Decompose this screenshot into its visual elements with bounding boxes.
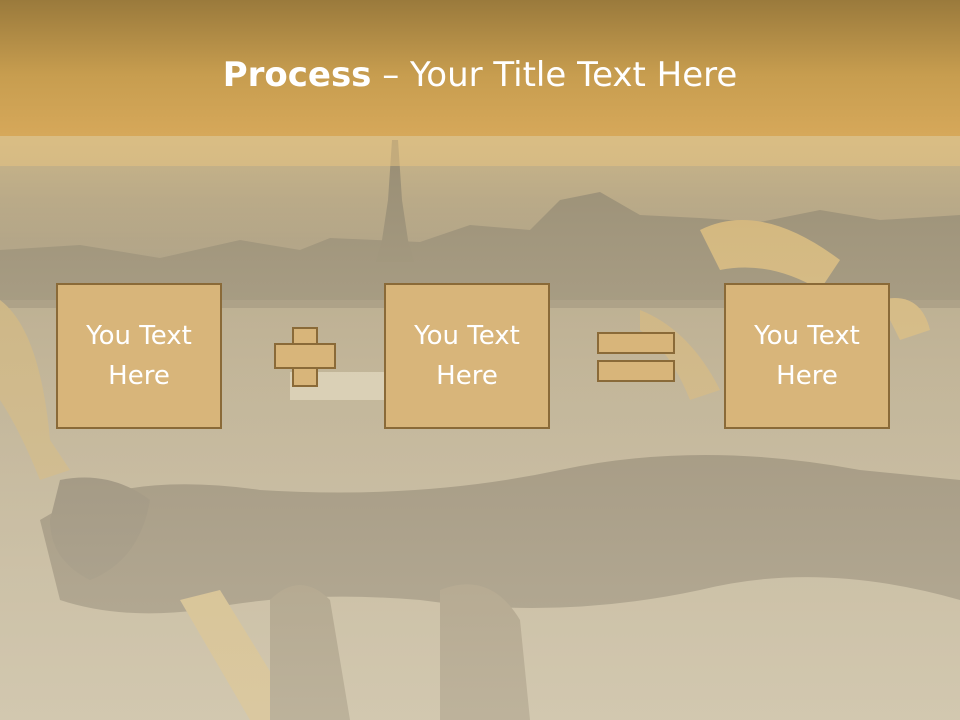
slide-title: Process – Your Title Text Here — [0, 52, 960, 98]
process-box-2-text: You Text Here — [414, 321, 520, 391]
process-box-3[interactable]: You Text Here — [724, 283, 890, 429]
process-box-1[interactable]: You Text Here — [56, 283, 222, 429]
process-box-2[interactable]: You Text Here — [384, 283, 550, 429]
title-bar-band — [0, 136, 960, 166]
title-text: – Your Title Text Here — [371, 55, 738, 95]
title-bold: Process — [222, 55, 372, 95]
process-box-3-text: You Text Here — [754, 321, 860, 391]
title-bar — [0, 0, 960, 136]
process-box-1-text: You Text Here — [86, 321, 192, 391]
